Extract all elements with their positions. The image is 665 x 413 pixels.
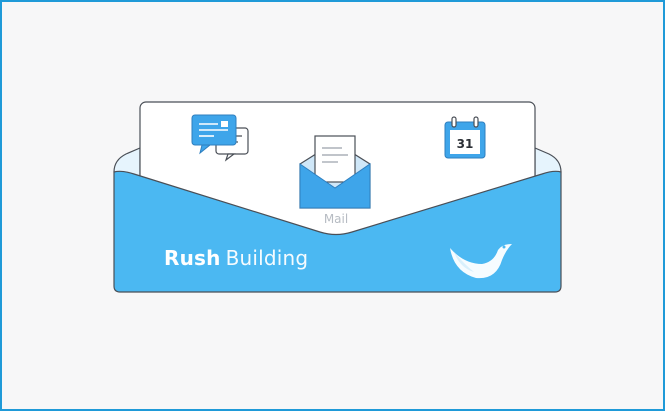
mail-label: Mail xyxy=(323,212,349,226)
mail-envelope-icon xyxy=(299,135,371,209)
brand-name-secondary: Building xyxy=(225,246,309,270)
calendar-icon: 31 xyxy=(444,116,486,159)
calendar-day-number: 31 xyxy=(457,137,474,151)
envelope-front-pocket xyxy=(113,170,562,293)
bird-logo-icon xyxy=(450,244,512,279)
chat-bubbles-icon xyxy=(191,114,249,162)
brand-name-primary: Rush xyxy=(164,246,221,270)
